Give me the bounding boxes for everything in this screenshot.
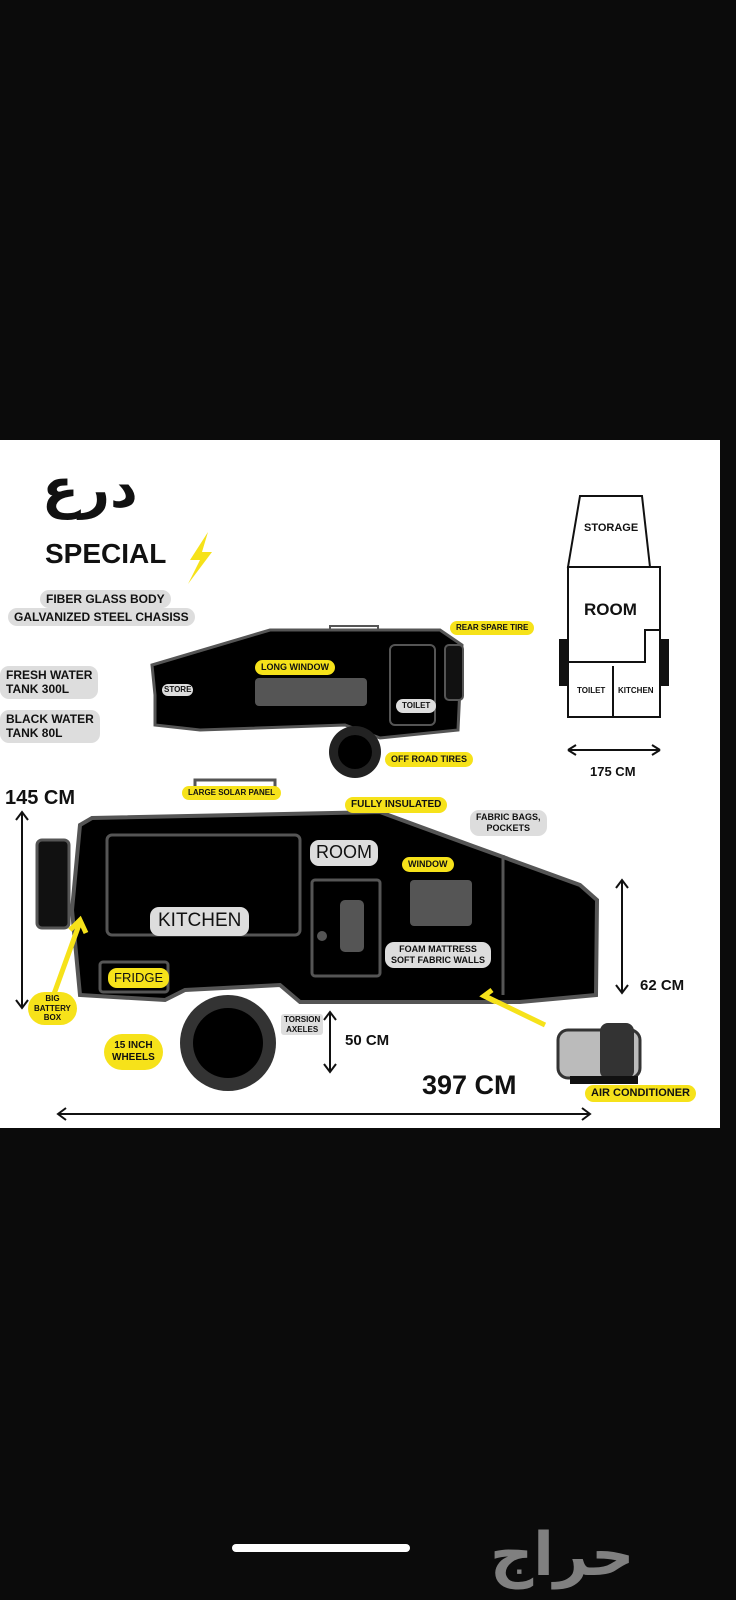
solar-panel-label: LARGE SOLAR PANEL [182,786,281,800]
toilet-label: TOILET [396,699,437,713]
off-road-tires-label: OFF ROAD TIRES [385,752,473,767]
front-height-label: 62 CM [640,977,685,994]
fabric-bags-label: FABRIC BAGS,POCKETS [470,810,547,836]
top-view-drawing [559,495,669,756]
lightning-icon [188,532,212,584]
kitchen-label: KITCHEN [150,907,250,936]
fridge-label: FRIDGE [108,968,170,988]
arabic-title: درع [42,457,138,520]
length-label: 397 CM [422,1070,517,1100]
clearance-label: 50 CM [345,1032,390,1049]
chassis-label: GALVANIZED STEEL CHASISS [8,608,195,627]
image-viewer[interactable]: درع SPECIAL FIBER GLASS BODY GALVANIZED … [0,440,720,1128]
height-label: 145 CM [5,787,76,809]
body-label: FIBER GLASS BODY [40,590,171,609]
window-label: WINDOW [402,857,454,872]
long-window-label: LONG WINDOW [255,660,335,675]
top-room-label: ROOM [584,600,637,619]
width-label: 175 CM [590,764,636,779]
dimension-arrows [15,810,629,1121]
model-title: SPECIAL [45,538,167,569]
small-trailer-drawing [150,625,464,778]
insulated-label: FULLY INSULATED [345,797,448,813]
room-label: ROOM [310,840,378,866]
top-kitchen-label: KITCHEN [618,686,654,695]
store-label: STORE [162,684,194,696]
top-toilet-label: TOILET [577,686,606,695]
watermark-logo: حراج [490,1520,635,1590]
air-conditioner-label: AIR CONDITIONER [585,1085,696,1103]
callout-arrows [47,915,547,1028]
top-storage-label: STORAGE [584,522,639,534]
rear-spare-tire-label: REAR SPARE TIRE [450,621,535,635]
home-indicator[interactable] [232,1544,410,1552]
air-conditioner-image [556,1023,642,1084]
